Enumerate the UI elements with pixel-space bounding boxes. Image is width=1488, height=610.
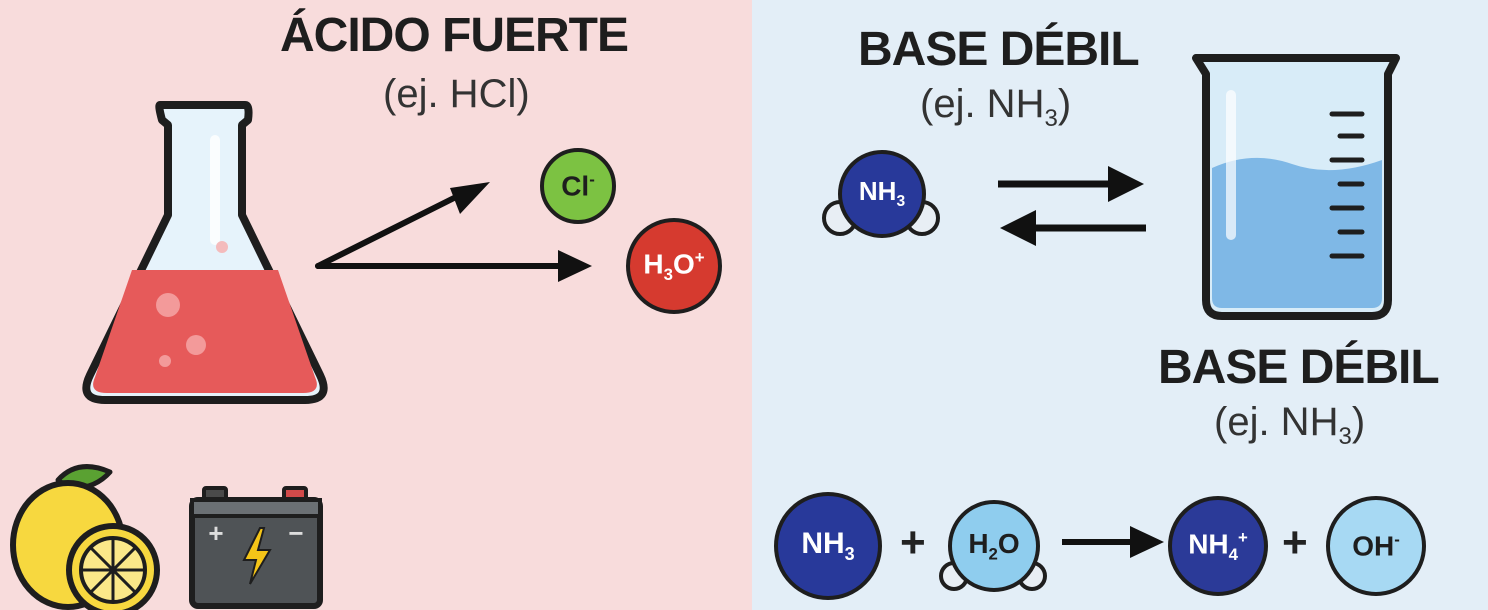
ammonia-reactant: NH3 [774,492,882,600]
weak-base-panel: BASE DÉBIL (ej. NH3) NH3 BASE DÉBIL [752,0,1488,610]
svg-text:−: − [288,518,303,548]
flask-icon [82,101,328,404]
hydroxide-product: OH- [1326,496,1426,596]
lemon-icon [10,464,160,610]
dissociation-arrows [315,182,592,282]
base-subtitle-bottom: (ej. NH3) [1214,400,1366,450]
equilibrium-arrows [998,166,1146,246]
plus-sign-1: + [900,518,926,567]
base-subtitle-top: (ej. NH3) [920,82,1072,132]
svg-text:+: + [208,518,223,548]
acid-subtitle: (ej. HCl) [383,72,530,116]
battery-icon: + − [189,486,323,609]
beaker-icon [1192,54,1400,320]
strong-acid-panel: ÁCIDO FUERTE (ej. HCl) Cl- H3O+ [0,0,752,610]
reaction-arrow [1062,526,1164,558]
base-title-top: BASE DÉBIL [858,23,1140,76]
base-title-bottom: BASE DÉBIL [1158,341,1440,394]
hydronium-ion: H3O+ [626,218,722,314]
water-reactant: H2O [948,500,1040,592]
chloride-ion: Cl- [540,148,616,224]
ammonia-ion-top: NH3 [838,150,926,238]
ammonium-product: NH4+ [1168,496,1268,596]
acid-liquid [93,270,317,393]
acid-title: ÁCIDO FUERTE [280,9,629,62]
plus-sign-2: + [1282,518,1308,567]
